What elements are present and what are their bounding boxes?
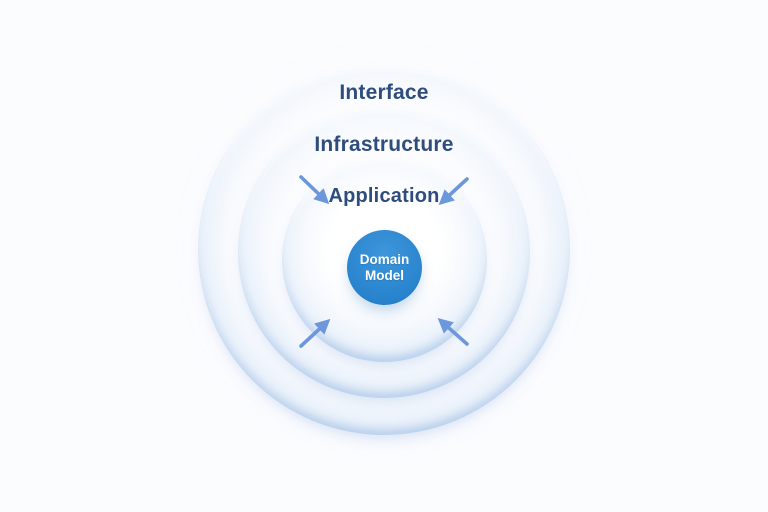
application-label: Application [328, 185, 440, 207]
interface-label: Interface [339, 81, 429, 104]
layer-circle-domain-model: Domain Model [347, 230, 422, 305]
domain-model-label: Domain Model [359, 251, 410, 283]
infrastructure-label: Infrastructure [314, 133, 454, 156]
